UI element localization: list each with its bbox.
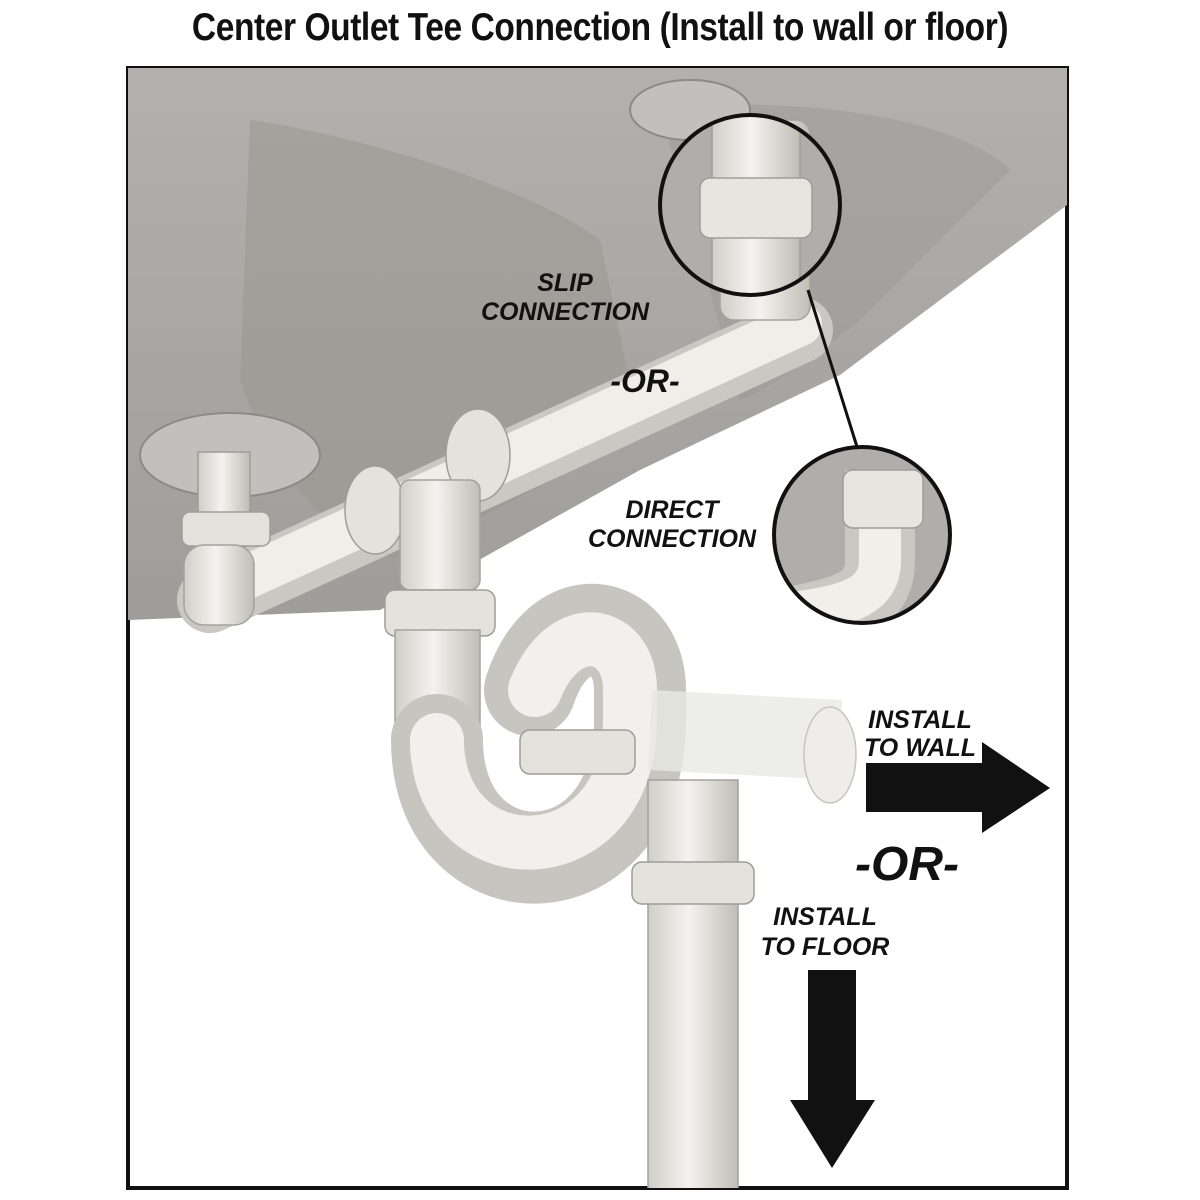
direct-connection-label-line2: CONNECTION — [588, 525, 757, 553]
install-to-floor-label-line2: TO FLOOR — [761, 933, 890, 961]
install-to-floor-label-line1: INSTALL — [773, 903, 877, 931]
slip-connection-label-line1: SLIP — [537, 269, 593, 297]
arm-slip-nut-1 — [344, 465, 406, 555]
wall-arm-nut — [803, 706, 857, 804]
diagram-title: Center Outlet Tee Connection (Install to… — [191, 6, 1009, 49]
center-tee — [399, 479, 481, 591]
left-slip-nut — [181, 511, 271, 547]
direct-connection-label-line1: DIRECT — [625, 496, 721, 524]
floor-drop-pipe — [647, 779, 739, 1188]
install-to-floor-arrow — [790, 970, 875, 1168]
install-to-wall-arrow — [866, 742, 1050, 833]
slip-connection-detail — [658, 113, 842, 297]
or-label-top: -OR- — [610, 363, 679, 399]
or-label-right: -OR- — [855, 838, 959, 891]
floor-slip-nut — [631, 861, 755, 905]
trap-slip-nut — [519, 729, 636, 775]
slip-connection-label-line2: CONNECTION — [481, 298, 650, 326]
install-to-wall-label-line2: TO WALL — [864, 734, 976, 762]
detail-connector-line — [806, 289, 860, 451]
install-to-wall-label-line1: INSTALL — [868, 706, 972, 734]
direct-connection-detail — [772, 445, 952, 625]
tee-slip-nut — [384, 589, 496, 637]
